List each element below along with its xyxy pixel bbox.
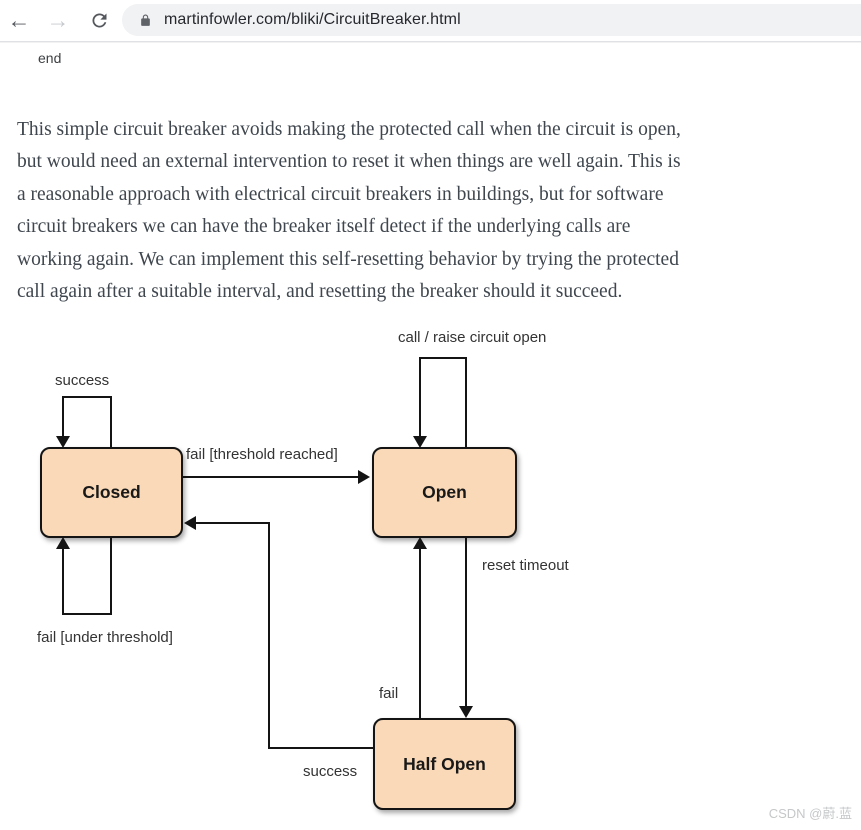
label-call-raise-circuit-open: call / raise circuit open [398, 329, 547, 346]
transition-line [110, 538, 112, 615]
state-open: Open [372, 447, 517, 538]
label-fail-under-threshold: fail [under threshold] [37, 629, 173, 646]
label-half-open-success: success [303, 763, 358, 780]
transition-line [419, 548, 421, 719]
refresh-icon[interactable] [82, 0, 116, 41]
arrowhead-icon [56, 436, 70, 448]
transition-line [465, 358, 467, 448]
transition-line [268, 747, 374, 749]
transition-line [419, 357, 467, 359]
url-text[interactable]: martinfowler.com/bliki/CircuitBreaker.ht… [164, 11, 461, 28]
lock-icon[interactable] [139, 13, 152, 28]
arrowhead-icon [413, 436, 427, 448]
transition-line [182, 476, 360, 478]
state-closed: Closed [40, 447, 183, 538]
transition-line [62, 613, 112, 615]
article-paragraph: This simple circuit breaker avoids makin… [17, 118, 681, 303]
transition-line [419, 357, 421, 437]
transition-line [62, 396, 112, 398]
browser-toolbar: ← → martinfowler.com/bliki/CircuitBreake… [0, 0, 861, 42]
csdn-watermark: CSDN @蔚.蓝 [768, 806, 852, 821]
transition-line [62, 396, 64, 438]
label-fail-threshold-reached: fail [threshold reached] [186, 446, 338, 463]
transition-line [268, 522, 270, 749]
label-half-open-fail: fail [379, 685, 399, 702]
arrowhead-icon [459, 706, 473, 718]
transition-line [110, 396, 112, 448]
arrowhead-icon [358, 470, 370, 484]
transition-line [62, 548, 64, 615]
state-half-open: Half Open [373, 718, 516, 810]
arrowhead-icon [413, 537, 427, 549]
label-closed-success: success [55, 372, 110, 389]
transition-line [195, 522, 270, 524]
arrowhead-icon [184, 516, 196, 530]
transition-line [465, 538, 467, 708]
code-end-keyword: end [38, 50, 62, 66]
back-icon[interactable]: ← [7, 7, 31, 33]
label-reset-timeout: reset timeout [482, 557, 569, 574]
arrowhead-icon [56, 537, 70, 549]
address-bar[interactable]: martinfowler.com/bliki/CircuitBreaker.ht… [122, 4, 861, 36]
forward-icon[interactable]: → [46, 7, 70, 33]
